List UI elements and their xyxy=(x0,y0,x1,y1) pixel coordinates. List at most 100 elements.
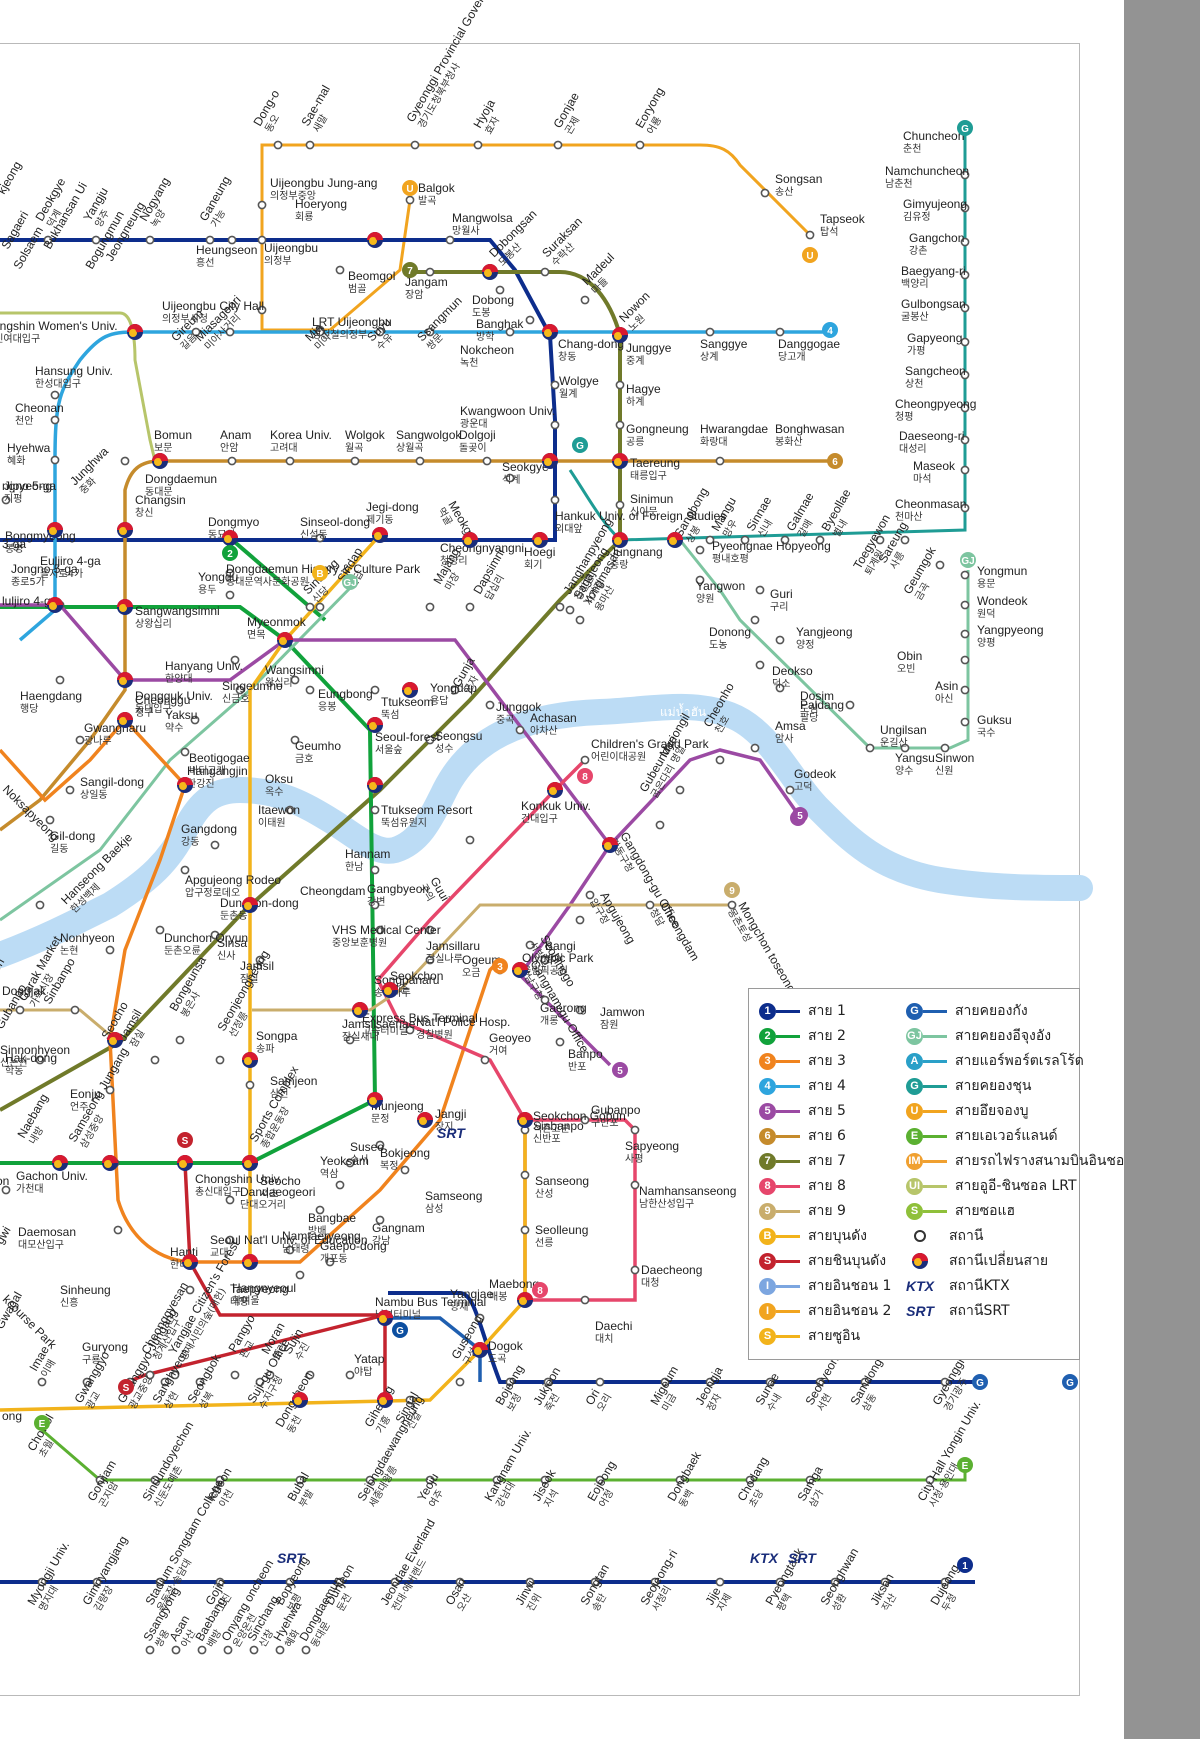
station-dot[interactable] xyxy=(525,940,535,950)
station-dot[interactable] xyxy=(15,1005,25,1015)
station-dot[interactable] xyxy=(180,747,190,757)
station-dot[interactable] xyxy=(215,1577,225,1587)
station-dot[interactable] xyxy=(630,1180,640,1190)
station-dot[interactable] xyxy=(305,685,315,695)
station-dot[interactable] xyxy=(450,685,460,695)
station-dot[interactable] xyxy=(375,1215,385,1225)
station-dot[interactable] xyxy=(505,1377,515,1387)
station-dot[interactable] xyxy=(50,455,60,465)
station-dot[interactable] xyxy=(370,900,380,910)
station-dot[interactable] xyxy=(170,1370,180,1380)
station-dot[interactable] xyxy=(223,1645,233,1655)
station-dot[interactable] xyxy=(695,575,705,585)
transfer-station[interactable] xyxy=(517,1292,533,1308)
station-dot[interactable] xyxy=(635,140,645,150)
station-dot[interactable] xyxy=(70,1005,80,1015)
station-dot[interactable] xyxy=(1,495,11,505)
station-dot[interactable] xyxy=(35,900,45,910)
station-dot[interactable] xyxy=(160,1377,170,1387)
station-dot[interactable] xyxy=(315,533,325,543)
station-dot[interactable] xyxy=(301,1645,311,1655)
station-dot[interactable] xyxy=(590,1577,600,1587)
station-dot[interactable] xyxy=(960,503,970,513)
station-dot[interactable] xyxy=(515,725,525,735)
station-dot[interactable] xyxy=(830,1577,840,1587)
station-dot[interactable] xyxy=(960,237,970,247)
station-dot[interactable] xyxy=(495,285,505,295)
station-dot[interactable] xyxy=(325,1257,335,1267)
transfer-station[interactable] xyxy=(542,453,558,469)
station-dot[interactable] xyxy=(425,602,435,612)
station-dot[interactable] xyxy=(715,1577,725,1587)
station-dot[interactable] xyxy=(285,805,295,815)
station-dot[interactable] xyxy=(960,370,970,380)
station-dot[interactable] xyxy=(550,495,560,505)
station-dot[interactable] xyxy=(650,1577,660,1587)
station-dot[interactable] xyxy=(660,1377,670,1387)
station-dot[interactable] xyxy=(525,1577,535,1587)
station-dot[interactable] xyxy=(630,1265,640,1275)
station-dot[interactable] xyxy=(575,615,585,625)
station-dot[interactable] xyxy=(120,456,130,466)
station-dot[interactable] xyxy=(191,327,201,337)
station-dot[interactable] xyxy=(305,1370,315,1380)
station-dot[interactable] xyxy=(150,1475,160,1485)
transfer-station[interactable] xyxy=(117,599,133,615)
station-dot[interactable] xyxy=(225,568,235,578)
station-dot[interactable] xyxy=(745,1475,755,1485)
station-dot[interactable] xyxy=(785,785,795,795)
station-dot[interactable] xyxy=(505,473,515,483)
transfer-station[interactable] xyxy=(377,1310,393,1326)
transfer-station[interactable] xyxy=(367,232,383,248)
station-dot[interactable] xyxy=(565,605,575,615)
station-dot[interactable] xyxy=(185,1285,195,1295)
station-dot[interactable] xyxy=(815,535,825,545)
station-dot[interactable] xyxy=(475,1313,485,1323)
station-dot[interactable] xyxy=(37,1377,47,1387)
transfer-station[interactable] xyxy=(107,1032,123,1048)
station-dot[interactable] xyxy=(225,590,235,600)
transfer-station[interactable] xyxy=(117,712,133,728)
station-dot[interactable] xyxy=(540,955,550,965)
transfer-station[interactable] xyxy=(222,530,238,546)
station-dot[interactable] xyxy=(257,200,267,210)
station-dot[interactable] xyxy=(740,535,750,545)
station-dot[interactable] xyxy=(727,900,737,910)
station-dot[interactable] xyxy=(675,785,685,795)
station-dot[interactable] xyxy=(225,1235,235,1245)
station-dot[interactable] xyxy=(345,1158,355,1168)
transfer-station[interactable] xyxy=(547,782,563,798)
station-dot[interactable] xyxy=(455,1577,465,1587)
station-dot[interactable] xyxy=(655,820,665,830)
station-dot[interactable] xyxy=(630,1125,640,1135)
station-dot[interactable] xyxy=(215,1475,225,1485)
station-dot[interactable] xyxy=(92,1577,102,1587)
station-dot[interactable] xyxy=(249,1645,259,1655)
station-dot[interactable] xyxy=(425,267,435,277)
station-dot[interactable] xyxy=(715,456,725,466)
station-dot[interactable] xyxy=(580,755,590,765)
station-dot[interactable] xyxy=(290,675,300,685)
station-dot[interactable] xyxy=(580,1295,590,1305)
station-dot[interactable] xyxy=(215,1055,225,1065)
station-dot[interactable] xyxy=(505,327,515,337)
station-dot[interactable] xyxy=(750,615,760,625)
station-dot[interactable] xyxy=(285,1577,295,1587)
transfer-station[interactable] xyxy=(417,1112,433,1128)
transfer-station[interactable] xyxy=(242,897,258,913)
station-dot[interactable] xyxy=(75,735,85,745)
station-dot[interactable] xyxy=(865,743,875,753)
station-dot[interactable] xyxy=(370,685,380,695)
station-dot[interactable] xyxy=(525,315,535,325)
station-dot[interactable] xyxy=(145,1370,155,1380)
station-dot[interactable] xyxy=(285,1245,295,1255)
transfer-station[interactable] xyxy=(352,1002,368,1018)
station-dot[interactable] xyxy=(390,1577,400,1587)
station-dot[interactable] xyxy=(455,1377,465,1387)
station-dot[interactable] xyxy=(960,600,970,610)
station-dot[interactable] xyxy=(960,685,970,695)
transfer-station[interactable] xyxy=(47,597,63,613)
station-dot[interactable] xyxy=(210,840,220,850)
station-dot[interactable] xyxy=(265,1370,275,1380)
transfer-station[interactable] xyxy=(612,532,628,548)
